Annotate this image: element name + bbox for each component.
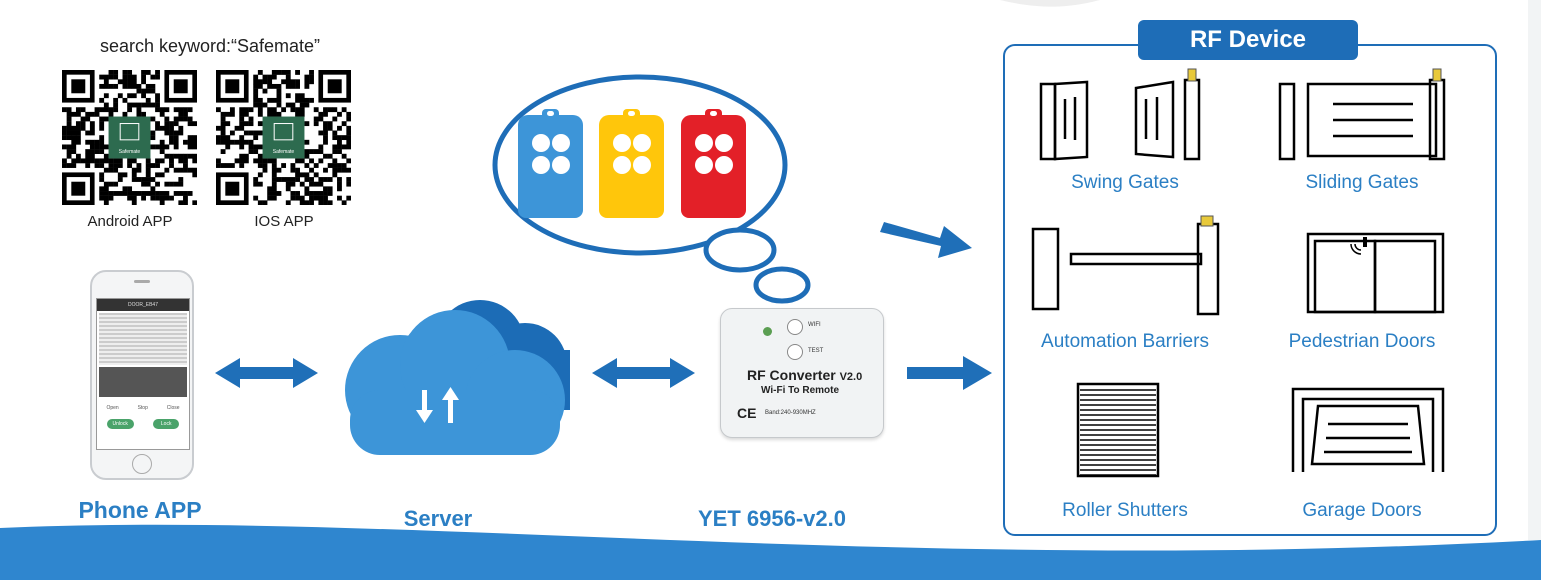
phone-app-label: Phone APP	[78, 497, 202, 523]
phone-unlock-button[interactable]: Unlock	[106, 419, 134, 429]
phone-screen: DOOR_EB47 Open Stop Close Unlock Lock	[96, 298, 190, 450]
rf-device-title: RF Device	[1138, 20, 1358, 60]
search-caption: search keyword:“Safemate”	[99, 36, 321, 56]
right-arrow-icon	[907, 356, 992, 390]
garage-door-icon	[1291, 387, 1445, 472]
qr-center-text: Safemate	[119, 149, 141, 155]
android-qr-code[interactable]: Safemate	[62, 70, 197, 205]
ios-app-label: IOS APP	[254, 213, 314, 230]
converter-label: YET 6956-v2.0	[698, 506, 846, 531]
converter-title: RF Converter	[747, 367, 836, 383]
phone-illustration: DOOR_EB47 Open Stop Close Unlock Lock	[90, 270, 194, 480]
phone-open-button[interactable]: Open	[106, 405, 119, 411]
device-label-automation-barriers: Automation Barriers	[1041, 331, 1209, 352]
device-label-swing-gates: Swing Gates	[1071, 172, 1179, 193]
device-label-pedestrian-doors: Pedestrian Doors	[1288, 331, 1436, 352]
sensor-icon	[1350, 237, 1367, 255]
phone-stop-button[interactable]: Stop	[137, 405, 148, 411]
remote-blue-icon	[518, 109, 583, 218]
diagonal-arrow-icon	[880, 222, 972, 258]
double-arrow-icon	[592, 358, 695, 388]
barrier-icon	[1031, 222, 1220, 316]
phone-car-image	[99, 367, 187, 397]
phone-speaker	[134, 280, 150, 283]
cloud-server-icon	[345, 300, 570, 455]
ce-mark: CE	[737, 405, 757, 421]
wifi-button[interactable]	[787, 319, 803, 335]
rf-device-icons	[1031, 68, 1446, 478]
rf-converter-device: WIFI TEST RF Converter V2.0 Wi-Fi To Rem…	[720, 308, 884, 438]
remote-yellow-icon	[599, 109, 664, 218]
remote-red-icon	[681, 109, 746, 218]
band-label: Band:240-930MHZ	[765, 410, 816, 416]
device-label-garage-doors: Garage Doors	[1302, 500, 1422, 521]
qr-center-text: Safemate	[273, 149, 295, 155]
converter-subtitle: Wi-Fi To Remote	[761, 385, 840, 396]
phone-close-button[interactable]: Close	[166, 405, 180, 411]
phone-home-button	[132, 454, 152, 474]
phone-screen-title: DOOR_EB47	[97, 299, 189, 311]
server-label: Server	[403, 506, 473, 531]
device-label-sliding-gates: Sliding Gates	[1305, 172, 1419, 193]
converter-version: V2.0	[839, 371, 863, 383]
double-arrow-icon	[215, 358, 318, 388]
device-label-roller-shutters: Roller Shutters	[1062, 500, 1188, 521]
phone-lock-button[interactable]: Lock	[152, 419, 180, 429]
sliding-gate-icon	[1278, 78, 1446, 161]
ios-qr-code[interactable]: Safemate	[216, 70, 351, 205]
roller-shutter-icon	[1076, 382, 1160, 478]
phone-shutter-image	[99, 313, 187, 365]
android-app-label: Android APP	[87, 213, 173, 230]
test-label: TEST	[808, 348, 824, 354]
led-indicator	[763, 327, 772, 336]
wifi-label: WIFI	[808, 322, 821, 328]
pedestrian-door-icon	[1306, 232, 1445, 314]
swing-gate-icon	[1039, 78, 1201, 161]
test-button[interactable]	[787, 344, 803, 360]
